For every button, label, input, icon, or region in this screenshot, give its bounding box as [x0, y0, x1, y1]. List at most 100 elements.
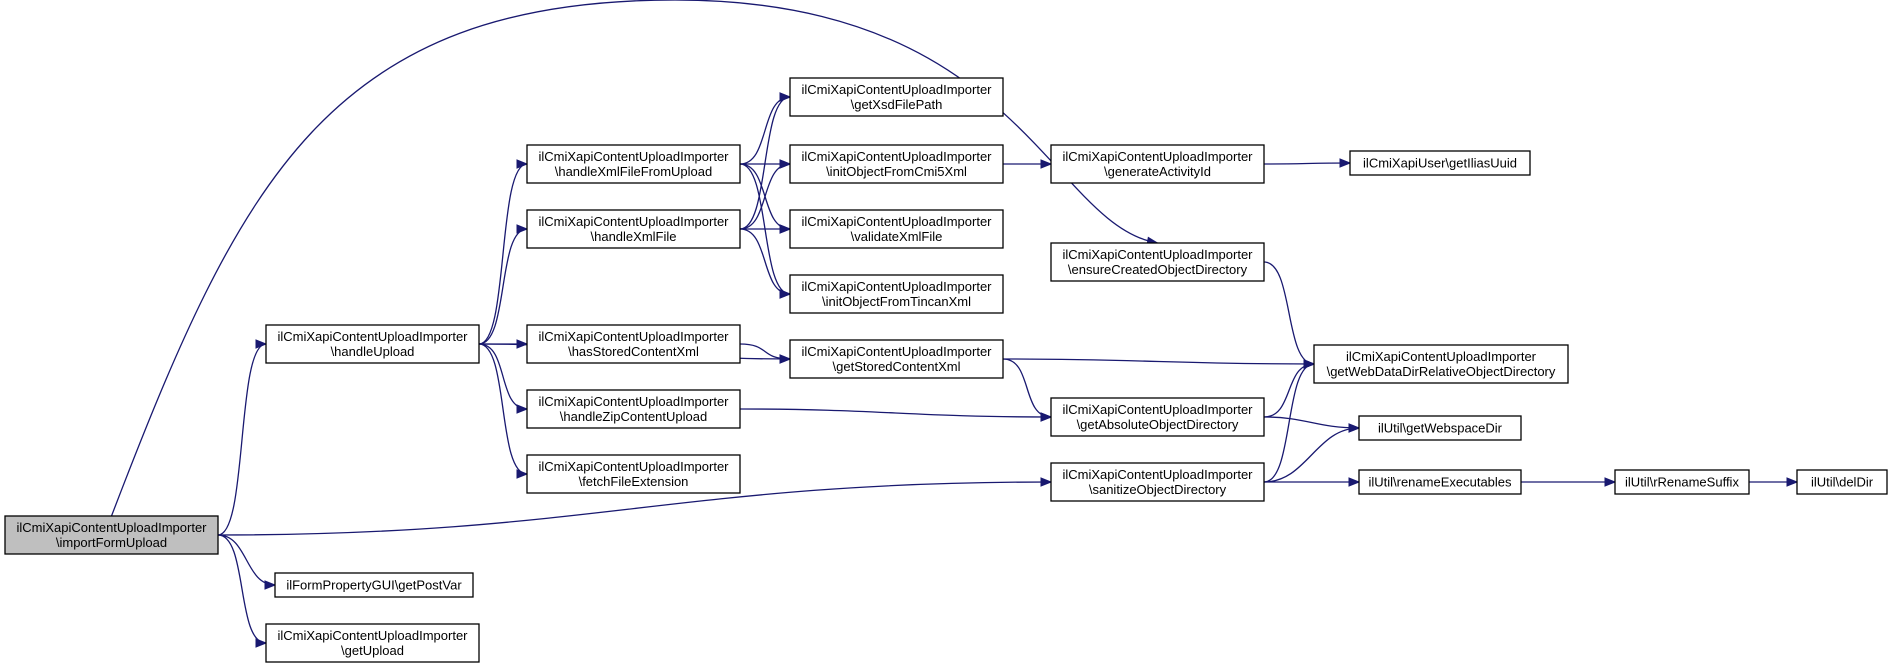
node-generateActivityId[interactable]: ilCmiXapiContentUploadImporter\generateA…: [1050, 144, 1265, 184]
node-rRenameSuffix[interactable]: ilUtil\rRenameSuffix: [1614, 469, 1750, 495]
node-getWebspaceDir[interactable]: ilUtil\getWebspaceDir: [1358, 415, 1522, 441]
node-label-sanitizeObjectDirectory-line-0: ilCmiXapiContentUploadImporter: [1062, 467, 1253, 482]
edge-import-to-handleUpload: [217, 343, 267, 536]
node-box-getXsdFilePath: [789, 77, 1004, 117]
node-label-initObjectFromCmi5Xml-line-0: ilCmiXapiContentUploadImporter: [801, 149, 992, 164]
edge-sanitizeObjectDirectory-to-getWebDataDirRelativeObjectDirectory: [1263, 363, 1315, 483]
node-label-getWebDataDirRelativeObjectDirectory-line-0: ilCmiXapiContentUploadImporter: [1346, 349, 1537, 364]
node-box-getAbsoluteObjectDirectory: [1050, 397, 1265, 437]
node-label-handleXmlFileFromUpload-line-1: \handleXmlFileFromUpload: [555, 164, 713, 179]
node-getStoredContentXml[interactable]: ilCmiXapiContentUploadImporter\getStored…: [789, 339, 1004, 379]
node-box-rRenameSuffix: [1614, 469, 1750, 495]
node-label-rRenameSuffix-line-0: ilUtil\rRenameSuffix: [1625, 475, 1739, 490]
node-label-getAbsoluteObjectDirectory-line-1: \getAbsoluteObjectDirectory: [1077, 417, 1239, 432]
edge-handleXmlFile-to-initObjectFromTincanXml-arrowhead: [779, 289, 792, 299]
node-label-renameExecutables-line-0: ilUtil\renameExecutables: [1368, 475, 1512, 490]
edge-hasStoredContentXml-to-getStoredContentXml-arrowhead: [779, 354, 792, 364]
node-label-hasStoredContentXml-line-0: ilCmiXapiContentUploadImporter: [538, 329, 729, 344]
node-getWebDataDirRelativeObjectDirectory[interactable]: ilCmiXapiContentUploadImporter\getWebDat…: [1313, 344, 1569, 384]
edge-renameExecutables-to-rRenameSuffix-arrowhead: [1604, 477, 1617, 487]
node-box-getIliasUuid: [1349, 150, 1531, 176]
node-box-initObjectFromTincanXml: [789, 274, 1004, 314]
edge-import-to-handleUpload-arrowhead: [255, 339, 268, 349]
node-label-initObjectFromTincanXml-line-1: \initObjectFromTincanXml: [822, 294, 971, 309]
edge-handleUpload-to-handleXmlFileFromUpload-arrowhead: [516, 159, 529, 169]
edge-handleUpload-to-handleXmlFile-arrowhead: [516, 224, 529, 234]
edge-handleZipContentUpload-to-getAbsoluteObjectDirectory: [739, 408, 1052, 418]
node-label-getWebspaceDir-line-0: ilUtil\getWebspaceDir: [1378, 421, 1503, 436]
node-delDir[interactable]: ilUtil\delDir: [1796, 469, 1888, 495]
edge-handleUpload-to-fetchFileExtension-arrowhead: [516, 469, 529, 479]
node-label-getPostVar-line-0: ilFormPropertyGUI\getPostVar: [286, 578, 462, 593]
node-label-handleXmlFileFromUpload-line-0: ilCmiXapiContentUploadImporter: [538, 149, 729, 164]
edge-handleUpload-to-handleXmlFile: [478, 228, 528, 345]
node-initObjectFromCmi5Xml[interactable]: ilCmiXapiContentUploadImporter\initObjec…: [789, 144, 1004, 184]
edge-sanitizeObjectDirectory-to-renameExecutables-arrowhead: [1348, 477, 1361, 487]
node-label-getAbsoluteObjectDirectory-line-0: ilCmiXapiContentUploadImporter: [1062, 402, 1253, 417]
node-getUpload[interactable]: ilCmiXapiContentUploadImporter\getUpload: [265, 623, 480, 663]
node-box-handleXmlFileFromUpload: [526, 144, 741, 184]
edge-import-to-getUpload: [217, 534, 267, 644]
edge-sanitizeObjectDirectory-to-getWebspaceDir: [1263, 427, 1360, 483]
edge-handleUpload-to-handleZipContentUpload: [478, 343, 528, 410]
node-label-handleUpload-line-0: ilCmiXapiContentUploadImporter: [277, 329, 468, 344]
node-box-handleZipContentUpload: [526, 389, 741, 429]
node-label-generateActivityId-line-1: \generateActivityId: [1104, 164, 1211, 179]
function-nodes: ilCmiXapiContentUploadImporter\importFor…: [4, 77, 1888, 663]
node-label-getWebDataDirRelativeObjectDirectory-line-1: \getWebDataDirRelativeObjectDirectory: [1327, 364, 1556, 379]
node-getXsdFilePath[interactable]: ilCmiXapiContentUploadImporter\getXsdFil…: [789, 77, 1004, 117]
edge-handleUpload-to-handleXmlFileFromUpload: [478, 163, 528, 345]
edge-initObjectFromCmi5Xml-to-generateActivityId-arrowhead: [1040, 159, 1053, 169]
edge-rRenameSuffix-to-delDir-arrowhead: [1786, 477, 1799, 487]
node-renameExecutables[interactable]: ilUtil\renameExecutables: [1358, 469, 1522, 495]
edge-handleXmlFile-to-initObjectFromTincanXml: [739, 228, 791, 295]
edge-handleUpload-to-fetchFileExtension: [478, 343, 528, 475]
node-handleXmlFile[interactable]: ilCmiXapiContentUploadImporter\handleXml…: [526, 209, 741, 249]
node-label-ensureCreatedObjectDirectory-line-0: ilCmiXapiContentUploadImporter: [1062, 247, 1253, 262]
edge-handleXmlFile-to-getXsdFilePath-arrowhead: [779, 92, 792, 102]
node-box-getStoredContentXml: [789, 339, 1004, 379]
node-getAbsoluteObjectDirectory[interactable]: ilCmiXapiContentUploadImporter\getAbsolu…: [1050, 397, 1265, 437]
edge-import-to-sanitizeObjectDirectory-arrowhead: [1040, 477, 1053, 487]
edge-generateActivityId-to-getIliasUuid-arrowhead: [1339, 158, 1352, 168]
node-label-initObjectFromCmi5Xml-line-1: \initObjectFromCmi5Xml: [826, 164, 967, 179]
node-box-hasStoredContentXml: [526, 324, 741, 364]
node-validateXmlFile[interactable]: ilCmiXapiContentUploadImporter\validateX…: [789, 209, 1004, 249]
node-box-handleXmlFile: [526, 209, 741, 249]
node-label-handleUpload-line-1: \handleUpload: [331, 344, 415, 359]
node-label-hasStoredContentXml-line-1: \hasStoredContentXml: [568, 344, 699, 359]
node-label-initObjectFromTincanXml-line-0: ilCmiXapiContentUploadImporter: [801, 279, 992, 294]
node-getIliasUuid[interactable]: ilCmiXapiUser\getIliasUuid: [1349, 150, 1531, 176]
node-fetchFileExtension[interactable]: ilCmiXapiContentUploadImporter\fetchFile…: [526, 454, 741, 494]
node-handleXmlFileFromUpload[interactable]: ilCmiXapiContentUploadImporter\handleXml…: [526, 144, 741, 184]
node-ensureCreatedObjectDirectory[interactable]: ilCmiXapiContentUploadImporter\ensureCre…: [1050, 242, 1265, 282]
node-box-delDir: [1796, 469, 1888, 495]
node-label-fetchFileExtension-line-1: \fetchFileExtension: [579, 474, 689, 489]
node-import[interactable]: ilCmiXapiContentUploadImporter\importFor…: [4, 515, 219, 555]
edge-handleXmlFile-to-validateXmlFile-arrowhead: [779, 224, 792, 234]
edge-sanitizeObjectDirectory-to-getWebDataDirRelativeObjectDirectory-arrowhead: [1303, 359, 1316, 369]
node-label-generateActivityId-line-0: ilCmiXapiContentUploadImporter: [1062, 149, 1253, 164]
edge-ensureCreatedObjectDirectory-to-getWebDataDirRelativeObjectDirectory: [1263, 261, 1315, 365]
node-handleUpload[interactable]: ilCmiXapiContentUploadImporter\handleUpl…: [265, 324, 480, 364]
node-label-handleXmlFile-line-1: \handleXmlFile: [591, 229, 677, 244]
node-sanitizeObjectDirectory[interactable]: ilCmiXapiContentUploadImporter\sanitizeO…: [1050, 462, 1265, 502]
node-label-fetchFileExtension-line-0: ilCmiXapiContentUploadImporter: [538, 459, 729, 474]
node-box-import: [4, 515, 219, 555]
node-label-ensureCreatedObjectDirectory-line-1: \ensureCreatedObjectDirectory: [1068, 262, 1248, 277]
node-box-validateXmlFile: [789, 209, 1004, 249]
edge-handleXmlFile-to-initObjectFromCmi5Xml: [739, 163, 791, 230]
node-label-getStoredContentXml-line-1: \getStoredContentXml: [833, 359, 961, 374]
node-initObjectFromTincanXml[interactable]: ilCmiXapiContentUploadImporter\initObjec…: [789, 274, 1004, 314]
node-box-generateActivityId: [1050, 144, 1265, 184]
edge-getStoredContentXml-to-getAbsoluteObjectDirectory: [1002, 358, 1052, 418]
node-label-getStoredContentXml-line-0: ilCmiXapiContentUploadImporter: [801, 344, 992, 359]
node-box-getWebspaceDir: [1358, 415, 1522, 441]
node-getPostVar[interactable]: ilFormPropertyGUI\getPostVar: [274, 572, 474, 598]
node-hasStoredContentXml[interactable]: ilCmiXapiContentUploadImporter\hasStored…: [526, 324, 741, 364]
node-box-ensureCreatedObjectDirectory: [1050, 242, 1265, 282]
node-label-sanitizeObjectDirectory-line-1: \sanitizeObjectDirectory: [1089, 482, 1227, 497]
node-label-getIliasUuid-line-0: ilCmiXapiUser\getIliasUuid: [1363, 156, 1517, 171]
node-handleZipContentUpload[interactable]: ilCmiXapiContentUploadImporter\handleZip…: [526, 389, 741, 429]
